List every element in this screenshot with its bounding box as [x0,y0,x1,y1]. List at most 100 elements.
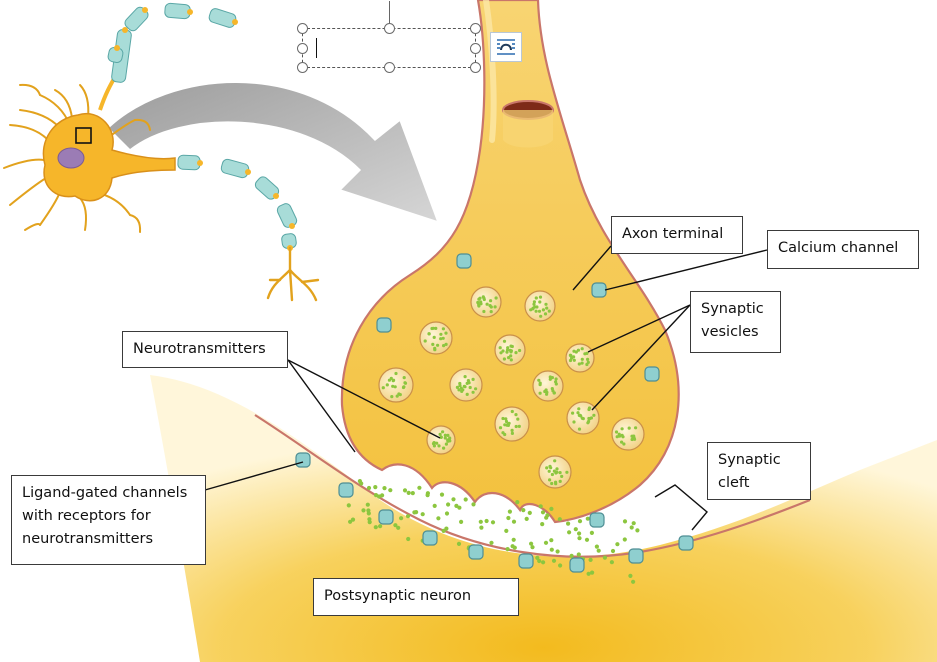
neurotransmitter-molecule [432,503,437,508]
neurotransmitter-molecule [350,517,356,522]
neurotransmitter-molecule [596,548,601,553]
neurotransmitter-molecule [545,513,550,518]
neurotransmitter-molecule [529,541,534,546]
neurotransmitter-molecule [622,519,628,524]
neurotransmitter-molecule [511,537,516,542]
resize-handle-top-right[interactable] [470,23,481,34]
neurotransmitter-molecule [549,538,554,543]
neurotransmitter-molecule [549,506,554,511]
neurotransmitter-molecule [382,486,387,491]
neurotransmitter-molecule [629,525,634,530]
neurotransmitter-molecule [558,563,563,568]
zoom-arrow [106,81,440,224]
neurotransmitter-molecule [573,527,578,532]
neurotransmitter-molecule [506,515,511,521]
neurotransmitter-molecule [584,537,590,542]
neurotransmitter-molecule [417,485,422,490]
neurotransmitter-molecule [622,537,627,542]
synaptic-vesicle [532,370,564,402]
neurotransmitter-molecule [399,516,404,521]
postsynaptic-neuron-text: Postsynaptic neuron [324,588,472,604]
membrane-channel [628,548,644,564]
layout-options-icon [497,39,515,55]
leader-lines [204,245,768,531]
neurotransmitters-label: Neurotransmitters [122,331,288,368]
ligand-gated-channels-label: Ligand-gated channels with receptors for… [11,475,206,565]
neurotransmitter-molecule [510,544,515,549]
neurotransmitter-molecule [406,490,411,495]
neurotransmitter-molecule [436,516,441,521]
neurotransmitter-molecule [504,528,509,534]
neurotransmitter-molecule [586,571,591,576]
released-neurotransmitters [345,479,640,584]
neurotransmitter-molecule [585,516,590,521]
neurotransmitter-molecule [471,502,476,507]
neurotransmitter-molecule [557,517,562,522]
neurotransmitter-molecule [521,508,526,513]
neurotransmitter-molecule [410,491,415,496]
neurotransmitter-molecule [378,524,383,529]
neurotransmitter-molecule [361,508,366,513]
neurotransmitter-molecule [366,485,372,491]
neurotransmitter-molecule [540,510,546,515]
layout-options-button[interactable] [490,32,522,62]
neurotransmitter-molecule [459,519,464,525]
membrane-channel [591,282,607,298]
neurotransmitter-molecule [393,523,398,528]
neurotransmitter-molecule [549,547,554,552]
neurotransmitter-molecule [524,516,529,522]
neurotransmitter-molecule [631,521,636,526]
neurotransmitter-molecule [444,526,449,531]
neurotransmitter-molecule [367,520,372,525]
neurotransmitter-molecule [451,497,456,502]
neurotransmitter-molecule [490,520,496,525]
resize-handle-bottom-left[interactable] [297,62,308,73]
neurotransmitter-molecule [511,519,517,524]
synaptic-vesicle [524,290,556,322]
resize-handle-right[interactable] [470,43,481,54]
neurotransmitter-molecule [635,528,640,533]
synaptic-vesicle [426,425,456,455]
neurotransmitter-molecule [569,553,574,559]
neurotransmitter-molecule [373,493,379,498]
neurotransmitter-molecule [439,492,445,497]
neurotransmitter-molecule [456,541,462,547]
neurotransmitter-molecule [588,557,593,563]
synaptic-cleft-text-1: Synaptic [718,452,781,468]
neurotransmitter-molecule [457,505,462,510]
neurotransmitter-molecule [396,525,401,530]
selected-text-box[interactable] [297,1,481,73]
ligand-gated-text-1: Ligand-gated channels [22,485,188,501]
resize-handle-bottom-right[interactable] [470,62,481,73]
neurotransmitter-molecule [441,528,446,534]
resize-handle-top-left[interactable] [297,23,308,34]
neurotransmitter-molecule [567,530,572,535]
resize-handle-top[interactable] [384,23,395,34]
synaptic-vesicle [470,286,502,318]
neurotransmitter-molecule [444,511,450,516]
membrane-channel [295,452,311,468]
neurotransmitter-molecule [425,493,430,498]
ligand-gated-text-3: neurotransmitters [22,531,154,547]
synaptic-vesicle [565,343,595,373]
neurotransmitter-molecule [577,519,583,524]
membrane-channel [518,553,534,569]
neurotransmitter-molecule [463,497,468,502]
neurotransmitter-molecule [527,510,532,515]
neurotransmitter-molecule [555,549,560,554]
text-cursor [316,38,317,58]
synaptic-vesicle [419,321,453,355]
membrane-channels [295,253,694,573]
neurotransmitter-molecule [566,521,571,526]
resize-handle-left[interactable] [297,43,308,54]
neurotransmitters-text: Neurotransmitters [133,341,266,357]
neurotransmitter-molecule [348,519,353,524]
neurotransmitter-molecule [535,555,540,561]
resize-handle-bottom[interactable] [384,62,395,73]
neurotransmitter-molecule [405,514,411,519]
neurotransmitter-molecule [530,545,535,550]
axon-terminal-label: Axon terminal [611,216,743,254]
ligand-gated-text-2: with receptors for [22,508,151,524]
membrane-channel [456,253,472,269]
synaptic-vesicles-text-1: Synaptic [701,301,764,317]
